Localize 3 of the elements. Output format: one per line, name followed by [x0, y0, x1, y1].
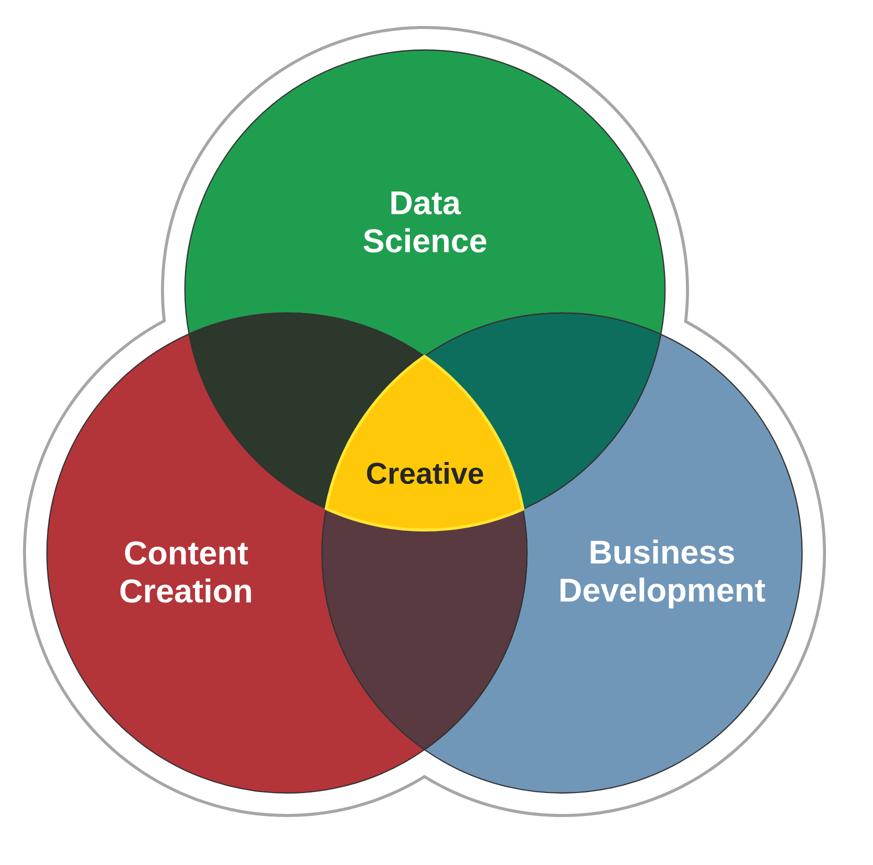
circle-region: Data Science [184, 49, 666, 357]
center-region: Creative [324, 354, 524, 532]
overlap-region [321, 508, 528, 750]
